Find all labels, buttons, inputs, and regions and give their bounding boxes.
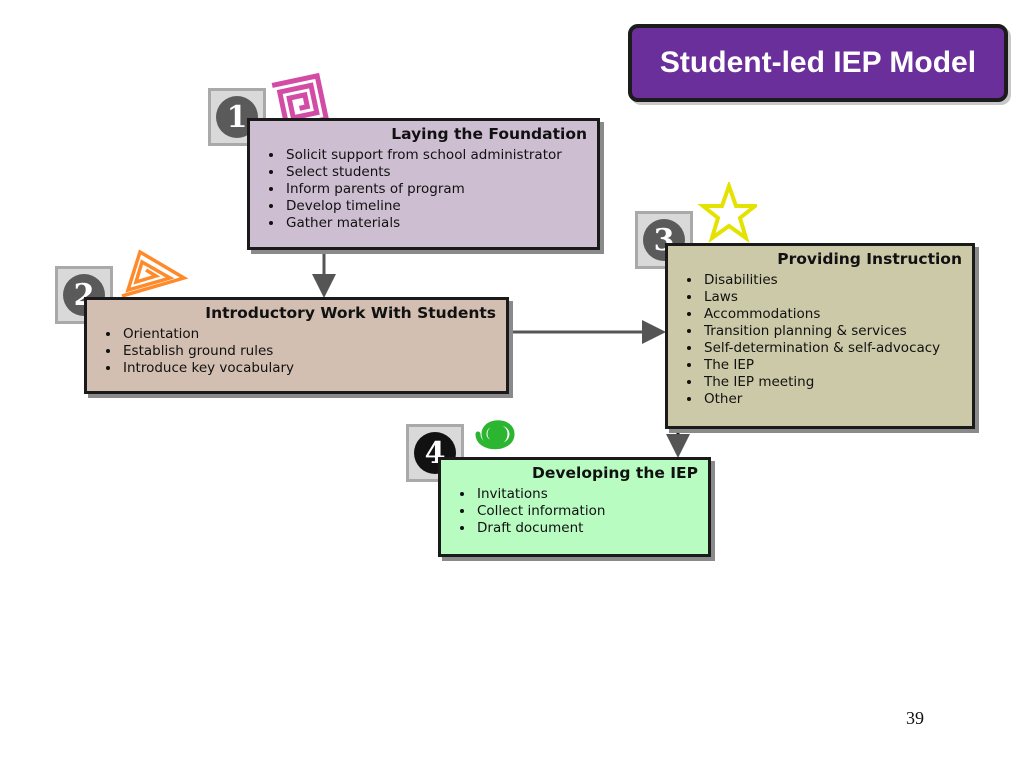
list-item: Laws [702,289,972,306]
list-item: Invitations [475,486,708,503]
step-title: Developing the IEP [532,464,698,482]
list-item: Establish ground rules [121,343,506,360]
slide-title: Student-led IEP Model [628,24,1008,102]
list-item: Draft document [475,520,708,537]
list-item: Transition planning & services [702,323,972,340]
step-items-list: Invitations Collect information Draft do… [441,486,708,537]
step-number: 1 [216,96,258,138]
list-item: Introduce key vocabulary [121,360,506,377]
step-1-badge: 1 [208,88,266,146]
step-items-list: Disabilities Laws Accommodations Transit… [668,272,972,408]
orange-triangle-spiral-icon [121,249,189,298]
green-spiral-icon [475,420,515,450]
list-item: The IEP [702,357,972,374]
step-items-list: Orientation Establish ground rules Intro… [87,326,506,377]
list-item: The IEP meeting [702,374,972,391]
list-item: Develop timeline [284,198,597,215]
list-item: Orientation [121,326,506,343]
list-item: Collect information [475,503,708,520]
step-1-box: Laying the Foundation Solicit support fr… [247,118,600,250]
list-item: Accommodations [702,306,972,323]
step-title: Laying the Foundation [391,125,587,143]
step-2-box: Introductory Work With Students Orientat… [84,297,509,394]
list-item: Inform parents of program [284,181,597,198]
list-item: Gather materials [284,215,597,232]
list-item: Disabilities [702,272,972,289]
step-3-box: Providing Instruction Disabilities Laws … [665,243,975,429]
step-title: Providing Instruction [777,250,962,268]
step-items-list: Solicit support from school administrato… [250,147,597,232]
step-4-box: Developing the IEP Invitations Collect i… [438,457,711,557]
list-item: Select students [284,164,597,181]
list-item: Other [702,391,972,408]
page-number: 39 [906,708,924,728]
list-item: Self-determination & self-advocacy [702,340,972,357]
list-item: Solicit support from school administrato… [284,147,597,164]
step-title: Introductory Work With Students [205,304,496,322]
pink-square-spiral-icon [271,72,330,131]
yellow-star-icon [697,182,757,243]
